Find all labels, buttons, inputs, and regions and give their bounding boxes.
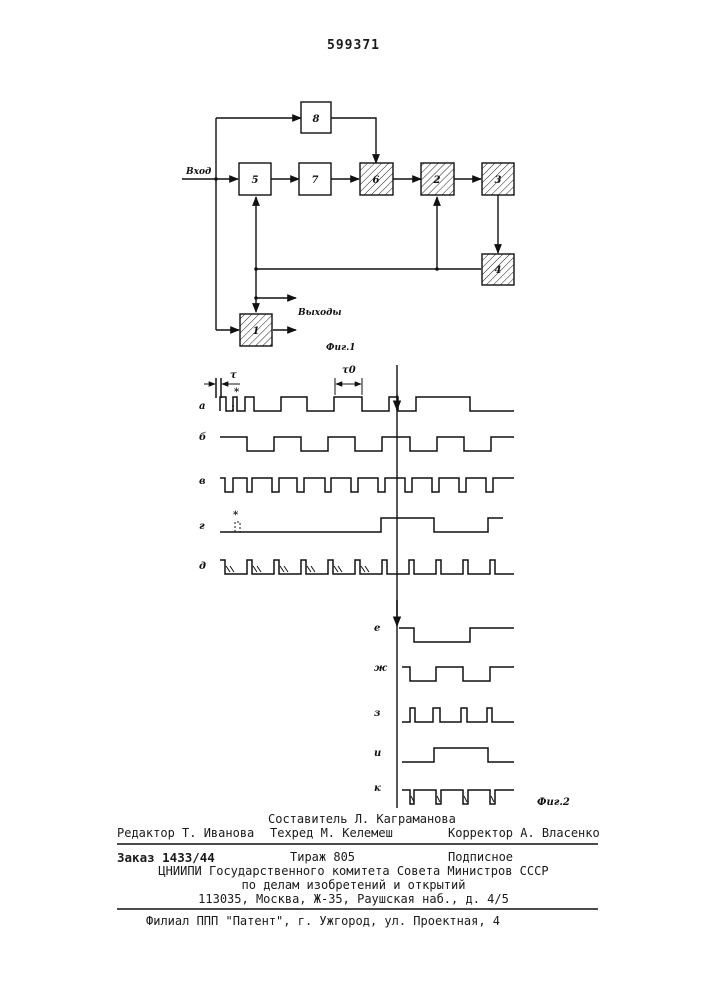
block-8-label: 8 <box>313 114 320 125</box>
row-label-zh: ж <box>374 663 388 674</box>
block-7-label: 7 <box>312 175 319 186</box>
row-label-i: и <box>374 748 381 759</box>
waveform-i <box>402 748 514 762</box>
circulation: Тираж 805 <box>290 850 355 864</box>
row-label-g: г <box>199 521 205 532</box>
block-2-label: 2 <box>433 175 441 186</box>
outputs-label: Выходы <box>297 308 342 318</box>
row-label-k: к <box>374 783 381 794</box>
waveform-e <box>399 628 514 642</box>
fig2-caption: Фиг.2 <box>537 797 570 808</box>
waveform-b <box>220 437 514 451</box>
row-label-d: д <box>199 561 206 572</box>
waveform-zh <box>402 667 514 681</box>
block-5-label: 5 <box>252 175 259 186</box>
star-mark-g: * <box>233 510 239 521</box>
input-label: Вход <box>185 167 211 177</box>
waveform-v <box>220 478 514 492</box>
timing-diagram <box>204 365 514 808</box>
waveform-g <box>220 518 503 532</box>
editor: Редактор Т. Иванова <box>117 826 254 840</box>
waveform-k <box>402 790 514 804</box>
subscription: Подписное <box>448 850 513 864</box>
row-label-b: б <box>199 432 206 443</box>
block-3-label: 3 <box>495 175 502 186</box>
compiler: Составитель Л. Каграманова <box>268 812 456 826</box>
block-6-label: 6 <box>373 175 380 186</box>
order: Заказ 1433/44 <box>117 850 215 865</box>
waveform-a <box>220 397 514 411</box>
techred: Техред М. Келемеш <box>270 826 393 840</box>
block-1-label: 1 <box>253 326 260 337</box>
tau-label: τ <box>230 370 237 381</box>
org-line-2: по делам изобретений и открытий <box>0 878 707 892</box>
branch: Филиал ППП "Патент", г. Ужгород, ул. Про… <box>146 914 500 928</box>
corrector: Корректор А. Власенко <box>448 826 600 840</box>
row-label-a: а <box>199 401 205 412</box>
row-label-z: з <box>374 708 380 719</box>
fig1-caption: Фиг.1 <box>326 343 356 353</box>
waveform-d <box>220 560 514 574</box>
row-label-e: е <box>374 623 380 634</box>
address: 113035, Москва, Ж-35, Раушская наб., д. … <box>0 892 707 906</box>
waveform-z <box>402 708 514 722</box>
star-mark-a: * <box>234 387 240 398</box>
tau0-label: τ0 <box>342 365 356 376</box>
row-label-v: в <box>199 476 206 487</box>
org-line-1: ЦНИИПИ Государственного комитета Совета … <box>0 864 707 878</box>
block-4-label: 4 <box>495 265 502 276</box>
